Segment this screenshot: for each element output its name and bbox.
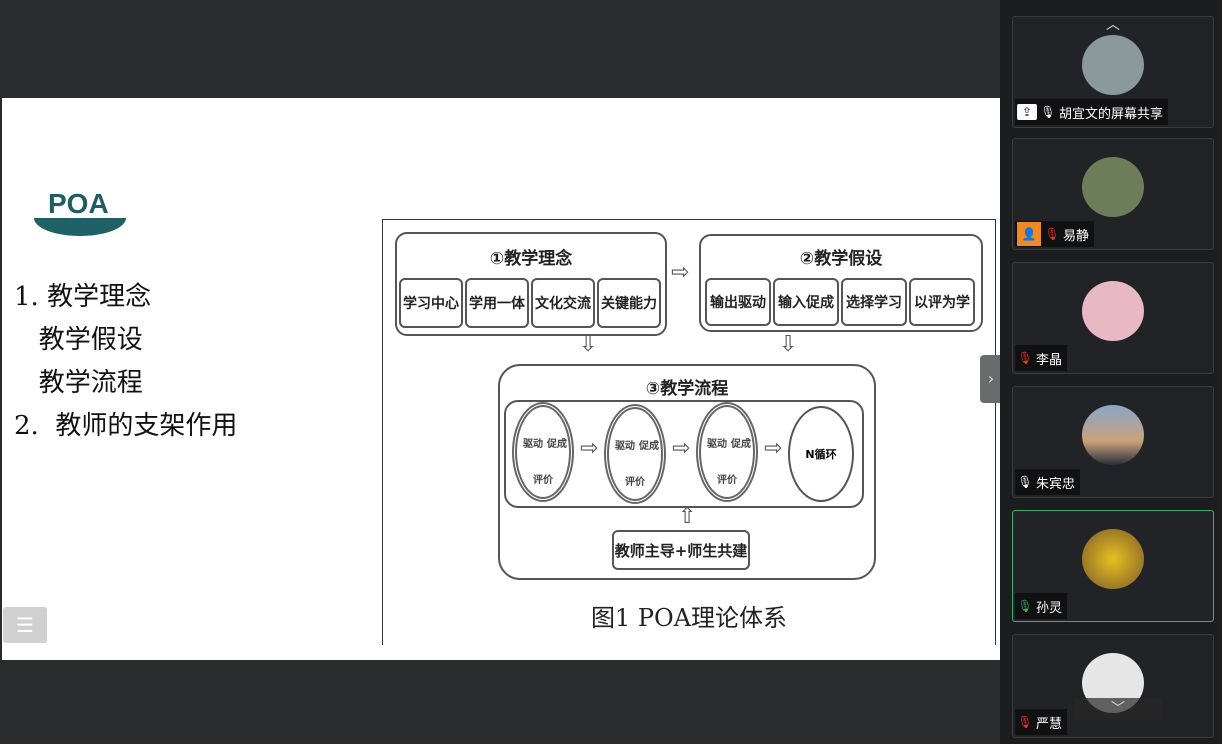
participant-name: 朱宾忠 xyxy=(1036,476,1076,492)
outline-item: 1. 教学理念 xyxy=(14,282,152,312)
slide-menu-button[interactable]: ☰ xyxy=(3,607,47,643)
participant-tile-speaking[interactable]: 🎙孙灵 xyxy=(1012,510,1214,622)
cycle-label: 促成 xyxy=(547,439,567,450)
participant-name: 易静 xyxy=(1063,228,1090,244)
item: 输入促成 xyxy=(773,278,839,326)
arrow-right-icon: ⇨ xyxy=(764,436,783,461)
scroll-up-icon[interactable]: ︿ xyxy=(1106,17,1120,33)
item: 输出驱动 xyxy=(705,278,771,326)
item: 关键能力 xyxy=(597,278,661,328)
bottom-bar xyxy=(0,660,1000,744)
arrow-up-icon: ⇧ xyxy=(678,504,697,529)
teacher-led-box: 教师主导+师生共建 xyxy=(612,530,750,570)
item: 选择学习 xyxy=(841,278,907,326)
cycle-label: 评价 xyxy=(625,477,645,488)
participant-name: 胡宜文的屏幕共享 xyxy=(1059,106,1164,122)
participant-tile[interactable]: 🎙朱宾忠 xyxy=(1012,386,1214,498)
box-teaching-hypotheses: ②教学假设 输出驱动 输入促成 选择学习 以评为学 xyxy=(699,234,983,332)
item: 学用一体 xyxy=(465,278,529,328)
item: 学习中心 xyxy=(399,278,463,328)
cycle-label: 驱动 xyxy=(707,439,727,450)
participant-panel: ⇪🎙胡宜文的屏幕共享 👤🎙易静 🎙李晶 🎙朱宾忠 🎙孙灵 🎙严慧 ︿ ﹀ xyxy=(1000,0,1222,744)
n-cycle: N循环 xyxy=(788,406,854,502)
cycle: 驱动促成评价 xyxy=(512,402,574,502)
top-bar xyxy=(0,0,1000,98)
cycle-label: 评价 xyxy=(533,475,553,486)
logo-text: POA xyxy=(48,188,109,219)
outline-list: 1. 教学理念 教学假设 教学流程 2. 教师的支架作用 xyxy=(14,276,237,448)
arrow-right-icon: ⇨ xyxy=(671,260,690,285)
cycle-label: 促成 xyxy=(731,439,751,450)
cycle-label: 驱动 xyxy=(523,439,543,450)
box-title: ②教学假设 xyxy=(799,249,883,269)
collapse-panel-button[interactable]: › xyxy=(980,355,1002,403)
item: 以评为学 xyxy=(909,278,975,326)
cycle-label: 促成 xyxy=(639,441,659,452)
arrow-down-icon: ⇩ xyxy=(579,332,598,357)
mic-muted-icon: 🎙 xyxy=(1044,227,1060,241)
cycle-row: 驱动促成评价 ⇨ 驱动促成评价 ⇨ 驱动促成评价 ⇨ N循环 xyxy=(504,400,864,508)
cycle-label: 驱动 xyxy=(615,441,635,452)
participant-tile[interactable]: 🎙严慧 xyxy=(1012,634,1214,738)
box-teaching-philosophy: ①教学理念 学习中心 学用一体 文化交流 关键能力 xyxy=(395,232,667,336)
participant-tile[interactable]: ⇪🎙胡宜文的屏幕共享 xyxy=(1012,16,1214,128)
participant-tile[interactable]: 👤🎙易静 xyxy=(1012,138,1214,250)
cycle: 驱动促成评价 xyxy=(696,402,758,502)
box-title: ③教学流程 xyxy=(645,379,729,399)
box-title: ①教学理念 xyxy=(489,249,573,269)
mic-icon: 🎙 xyxy=(1040,105,1056,119)
logo-arc xyxy=(34,218,126,236)
avatar xyxy=(1082,35,1144,95)
participant-name: 李晶 xyxy=(1036,352,1063,368)
poa-logo: POA xyxy=(34,188,126,248)
participant-name: 严慧 xyxy=(1036,716,1063,732)
cycle: 驱动促成评价 xyxy=(604,404,666,504)
arrow-right-icon: ⇨ xyxy=(672,436,691,461)
arrow-right-icon: ⇨ xyxy=(580,436,599,461)
scroll-down-icon[interactable]: ﹀ xyxy=(1074,698,1162,720)
cycle-label: 评价 xyxy=(717,475,737,486)
outline-item: 教学流程 xyxy=(14,368,143,398)
screen-share-icon: ⇪ xyxy=(1017,104,1037,120)
poa-figure: ①教学理念 学习中心 学用一体 文化交流 关键能力 ⇨ ②教学假设 输出驱动 输… xyxy=(382,219,996,645)
figure-caption: 图1 POA理论体系 xyxy=(590,604,788,632)
shared-slide: POA 1. 教学理念 教学假设 教学流程 2. 教师的支架作用 ①教学理念 学… xyxy=(2,98,1000,660)
mic-active-icon: 🎙 xyxy=(1017,599,1033,613)
participant-name: 孙灵 xyxy=(1036,600,1063,616)
participant-tile[interactable]: 🎙李晶 xyxy=(1012,262,1214,374)
outline-item: 2. 教师的支架作用 xyxy=(14,411,238,441)
box-teaching-process: ③教学流程 驱动促成评价 ⇨ 驱动促成评价 ⇨ 驱动促成评价 ⇨ N循环 ⇧ 教… xyxy=(498,364,876,580)
mic-icon: 🎙 xyxy=(1017,475,1033,489)
mic-muted-icon: 🎙 xyxy=(1017,715,1033,729)
person-icon: 👤 xyxy=(1017,222,1041,246)
arrow-down-icon: ⇩ xyxy=(779,332,798,357)
avatar xyxy=(1082,405,1144,465)
avatar xyxy=(1082,157,1144,217)
outline-item: 教学假设 xyxy=(14,325,143,355)
item: 文化交流 xyxy=(531,278,595,328)
avatar xyxy=(1082,529,1144,589)
avatar xyxy=(1082,281,1144,341)
mic-muted-icon: 🎙 xyxy=(1017,351,1033,365)
